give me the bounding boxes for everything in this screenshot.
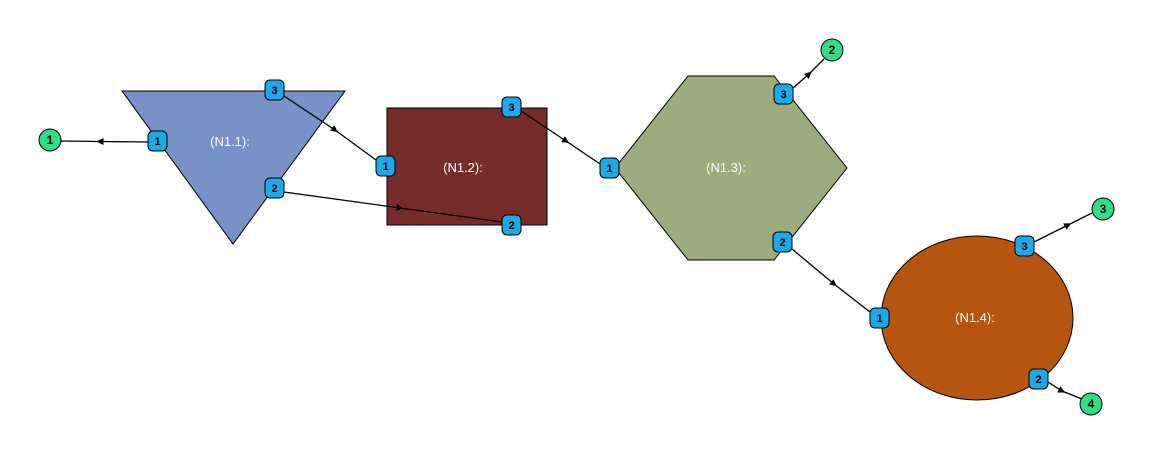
edge-n14p2-to-t4[interactable]: [1047, 381, 1083, 400]
edges: [60, 58, 1093, 400]
n12-port-2[interactable]: 2: [501, 214, 522, 236]
edge-n11p3-to-n12p1[interactable]: [283, 95, 377, 161]
n14-port-3[interactable]: 3: [1014, 235, 1035, 257]
n12-port-1[interactable]: 1: [375, 155, 396, 177]
n13-port-2-label: 2: [779, 237, 785, 249]
edge-n13p3-to-t2[interactable]: [792, 58, 825, 89]
terminal-2[interactable]: 2: [820, 38, 844, 62]
n11-port-1-label: 1: [154, 136, 160, 148]
terminal-4-label: 4: [1088, 397, 1095, 411]
node-n1-2-label: (N1.2):: [443, 160, 483, 175]
node-n1-4-label: (N1.4):: [955, 310, 995, 325]
n14-port-2[interactable]: 2: [1028, 368, 1049, 390]
n13-port-1-label: 1: [606, 163, 612, 175]
terminal-1-circle[interactable]: [38, 128, 62, 152]
terminal-4-circle[interactable]: [1079, 392, 1103, 416]
n14-port-1[interactable]: 1: [869, 307, 890, 329]
edge-n11p1-to-t1[interactable]: [60, 138, 149, 146]
n12-port-1-label: 1: [382, 161, 388, 173]
n12-port-2-label: 2: [508, 220, 514, 232]
terminal-3[interactable]: 3: [1091, 197, 1115, 221]
n12-port-2-box[interactable]: [501, 214, 522, 236]
n14-port-3-box[interactable]: [1014, 235, 1035, 257]
terminal-2-label: 2: [829, 43, 836, 57]
n14-port-2-box[interactable]: [1028, 368, 1049, 390]
n11-port-2-box[interactable]: [264, 177, 285, 199]
n12-port-3-box[interactable]: [501, 96, 522, 118]
n12-port-3-label: 3: [508, 102, 514, 114]
n11-port-1[interactable]: 1: [147, 130, 168, 152]
n13-port-1-box[interactable]: [599, 157, 620, 179]
node-n1-3-label: (N1.3):: [706, 160, 746, 175]
node-n1-1-shape[interactable]: [121, 90, 346, 245]
n11-port-2[interactable]: 2: [264, 177, 285, 199]
n12-port-1-box[interactable]: [375, 155, 396, 177]
terminal-1-label: 1: [47, 133, 54, 147]
n13-port-2-box[interactable]: [772, 231, 793, 253]
terminal-3-label: 3: [1100, 202, 1107, 216]
edge-n13p2-to-n14p1[interactable]: [791, 248, 871, 313]
node-n1-1-label: (N1.1):: [210, 134, 250, 149]
n11-port-3[interactable]: 3: [264, 79, 285, 101]
n13-port-1[interactable]: 1: [599, 157, 620, 179]
n13-port-3-label: 3: [780, 89, 786, 101]
n13-port-2[interactable]: 2: [772, 231, 793, 253]
n13-port-3[interactable]: 3: [773, 83, 794, 105]
n14-port-1-label: 1: [876, 313, 882, 325]
terminal-3-circle[interactable]: [1091, 197, 1115, 221]
n14-port-2-label: 2: [1035, 374, 1041, 386]
n12-port-3[interactable]: 3: [501, 96, 522, 118]
terminal-1[interactable]: 1: [38, 128, 62, 152]
n14-port-1-box[interactable]: [869, 307, 890, 329]
edge-n14p3-to-t3[interactable]: [1033, 212, 1093, 243]
n11-port-3-label: 3: [271, 85, 277, 97]
edge-n12p3-to-n13p1[interactable]: [520, 110, 601, 165]
n11-port-2-label: 2: [271, 183, 277, 195]
n11-port-1-box[interactable]: [147, 130, 168, 152]
n11-port-3-box[interactable]: [264, 79, 285, 101]
n14-port-3-label: 3: [1021, 241, 1027, 253]
terminal-4[interactable]: 4: [1079, 392, 1103, 416]
terminal-2-circle[interactable]: [820, 38, 844, 62]
n13-port-3-box[interactable]: [773, 83, 794, 105]
edge-n11p2-to-n12p2[interactable]: [283, 191, 503, 223]
